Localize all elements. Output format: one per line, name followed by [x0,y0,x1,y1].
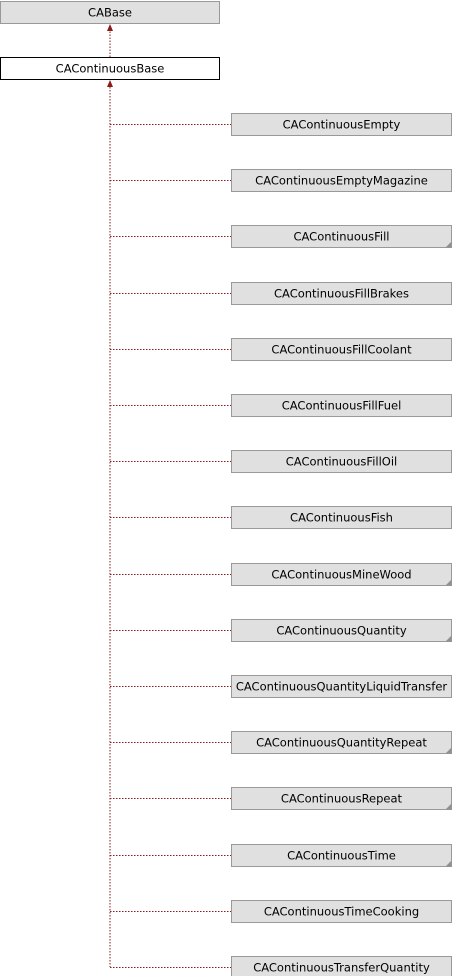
arrowhead-icon [107,24,113,31]
base-class-box[interactable] [0,1,220,24]
node-derived-class[interactable]: CAContinuousTimeCooking [231,900,452,923]
derived-class-label: CAContinuousTime [287,849,396,863]
node-derived-class[interactable]: CAContinuousRepeat [231,787,452,810]
derived-class-label: CAContinuousMineWood [271,568,411,582]
node-derived-class[interactable]: CAContinuousFillBrakes [231,282,452,305]
node-derived-class[interactable]: CAContinuousQuantity [231,619,452,642]
node-base-class[interactable]: CABase [0,1,220,24]
derived-class-list: CAContinuousEmptyCAContinuousEmptyMagazi… [231,113,452,976]
truncated-subclasses-icon [445,747,452,754]
arrowhead-icon [107,80,113,87]
node-derived-class[interactable]: CAContinuousFill [231,225,452,248]
node-derived-class[interactable]: CAContinuousFillCoolant [231,338,452,361]
node-derived-class[interactable]: CAContinuousFillOil [231,450,452,473]
inheritance-edges [107,24,232,968]
derived-class-label: CAContinuousFish [290,511,393,525]
truncated-subclasses-icon [445,579,452,586]
node-derived-class[interactable]: CAContinuousFish [231,506,452,529]
derived-class-label: CAContinuousFillOil [286,455,397,469]
current-class-box[interactable] [0,57,220,80]
node-derived-class[interactable]: CAContinuousFillFuel [231,394,452,417]
derived-class-label: CAContinuousEmpty [283,118,401,132]
truncated-subclasses-icon [445,860,452,867]
derived-class-label: CAContinuousQuantityRepeat [256,736,427,750]
derived-class-label: CAContinuousFillCoolant [271,343,412,357]
node-current-class[interactable]: CAContinuousBase [0,57,220,80]
derived-class-label: CAContinuousFill [293,230,389,244]
derived-class-label: CAContinuousTransferQuantity [253,961,430,975]
derived-class-label: CAContinuousFillFuel [282,399,402,413]
node-derived-class[interactable]: CAContinuousQuantityLiquidTransfer [231,675,452,698]
derived-class-label: CAContinuousQuantity [276,624,407,638]
derived-class-label: CAContinuousFillBrakes [274,287,409,301]
node-derived-class[interactable]: CAContinuousEmpty [231,113,452,136]
derived-class-label: CAContinuousQuantityLiquidTransfer [236,680,448,694]
node-derived-class[interactable]: CAContinuousTransferQuantity [231,956,452,976]
truncated-subclasses-icon [445,635,452,642]
derived-class-label: CAContinuousTimeCooking [264,905,419,919]
truncated-subclasses-icon [445,803,452,810]
node-derived-class[interactable]: CAContinuousMineWood [231,563,452,586]
current-class-label: CAContinuousBase [56,62,165,76]
derived-class-label: CAContinuousEmptyMagazine [255,174,428,188]
truncated-subclasses-icon [445,241,452,248]
derived-class-label: CAContinuousRepeat [281,792,403,806]
node-derived-class[interactable]: CAContinuousEmptyMagazine [231,169,452,192]
node-derived-class[interactable]: CAContinuousTime [231,844,452,867]
node-derived-class[interactable]: CAContinuousQuantityRepeat [231,731,452,754]
base-class-label: CABase [88,6,132,20]
